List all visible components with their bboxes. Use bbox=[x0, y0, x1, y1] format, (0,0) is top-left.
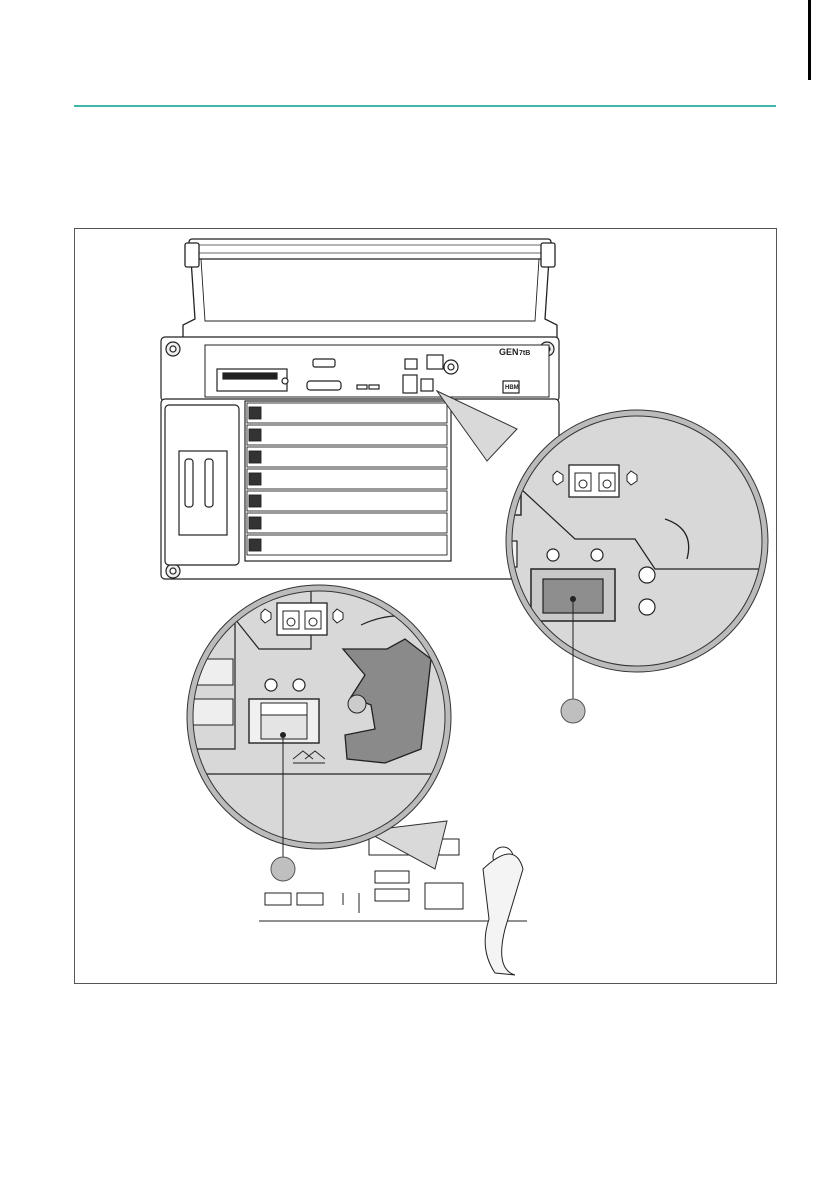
device-model-label: 7tB bbox=[519, 350, 530, 357]
callout-marker-b bbox=[271, 857, 295, 881]
callout-marker-a bbox=[561, 699, 585, 723]
carry-handle bbox=[183, 239, 557, 339]
chapter-tab-mark bbox=[808, 0, 811, 80]
device-brand-label: GEN bbox=[499, 347, 519, 357]
chassis bbox=[161, 337, 559, 579]
device-illustration: GEN 7tB HBM bbox=[75, 229, 778, 985]
rear-panel-detail bbox=[259, 835, 527, 975]
hbm-logo: HBM bbox=[505, 385, 519, 391]
figure-frame: GEN 7tB HBM bbox=[74, 228, 777, 984]
header-rule bbox=[74, 105, 776, 107]
